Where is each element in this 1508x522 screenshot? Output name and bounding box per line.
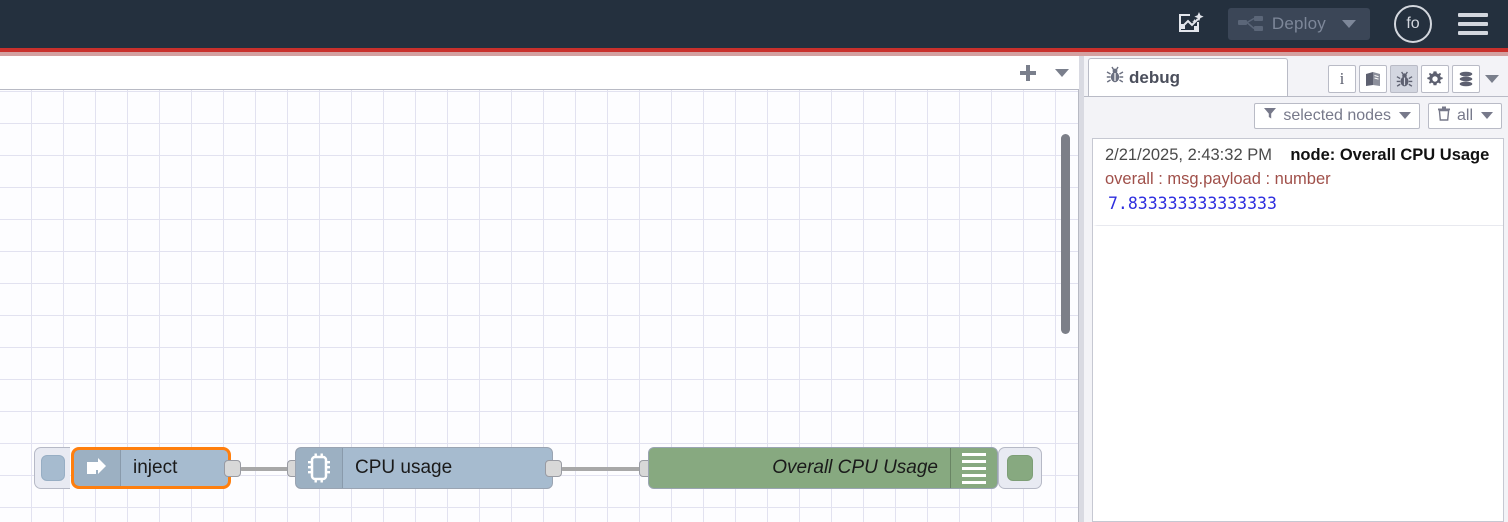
hamburger-icon[interactable] <box>1458 8 1488 40</box>
microchip-icon <box>296 448 343 488</box>
debug-message-node-prefix: node: <box>1290 146 1340 164</box>
avatar-initials: fo <box>1406 15 1420 32</box>
sidebar-resize-handle[interactable] <box>1079 56 1084 522</box>
flow-tab-bar <box>0 56 1079 90</box>
sidebar-more-chevron-down-icon[interactable] <box>1480 65 1504 93</box>
help-book-icon[interactable] <box>1359 65 1387 93</box>
inject-trigger-button[interactable] <box>34 447 70 489</box>
port-output-cpu[interactable] <box>545 460 562 477</box>
config-gear-icon[interactable] <box>1421 65 1449 93</box>
canvas-vertical-scrollbar[interactable] <box>1061 134 1070 334</box>
debug-node-toggle-button[interactable] <box>998 447 1042 489</box>
debug-sidebar: debug i <box>1084 56 1508 522</box>
sidebar-tool-buttons: i <box>1325 65 1504 93</box>
deploy-icon <box>1237 15 1264 33</box>
add-flow-button[interactable] <box>1011 58 1045 88</box>
info-icon-glyph: i <box>1339 69 1345 88</box>
clear-filter-label: all <box>1456 106 1473 124</box>
bug-icon <box>1105 65 1125 90</box>
node-debug-overall-cpu-usage[interactable]: Overall CPU Usage <box>648 447 998 489</box>
debug-filter-row: selected nodes all <box>1084 96 1508 134</box>
funnel-icon <box>1263 106 1277 125</box>
node-debug-label: Overall CPU Usage <box>772 457 938 478</box>
canvas-right-edge <box>1078 90 1079 522</box>
flow-canvas-area: inject <box>0 56 1079 522</box>
node-inject-label: inject <box>133 457 178 478</box>
wire-cpu-to-debug <box>561 467 641 471</box>
debug-message-value: 7.833333333333333 <box>1108 193 1277 213</box>
debug-message-topic: overall : msg.payload : number <box>1105 169 1331 188</box>
debug-message-list[interactable]: 2/21/2025, 2:43:32 PM node: Overall CPU … <box>1092 138 1504 522</box>
flow-sparkle-icon[interactable] <box>1174 7 1208 41</box>
clear-filter-button[interactable]: all <box>1427 102 1502 129</box>
context-data-icon[interactable] <box>1452 65 1480 93</box>
avatar[interactable]: fo <box>1394 5 1432 43</box>
header-accent-line <box>0 48 1508 52</box>
node-cpu-usage[interactable]: CPU usage <box>295 447 553 489</box>
node-inject[interactable]: inject <box>71 447 231 489</box>
deploy-button[interactable]: Deploy <box>1227 8 1370 40</box>
deploy-chevron-down-icon[interactable] <box>1342 20 1356 28</box>
flow-list-chevron-down-icon[interactable] <box>1045 58 1079 88</box>
inject-arrow-icon <box>74 450 121 486</box>
flow-canvas[interactable]: inject <box>0 90 1079 522</box>
header-accent-line-soft <box>0 52 1508 56</box>
node-cpu-usage-label: CPU usage <box>355 457 453 478</box>
trash-icon <box>1437 106 1451 126</box>
clear-filter-chevron-down-icon <box>1481 112 1493 119</box>
node-filter-chevron-down-icon <box>1398 112 1411 119</box>
debug-bug-icon[interactable] <box>1390 65 1418 93</box>
info-icon[interactable]: i <box>1328 65 1356 93</box>
debug-message-node-name: Overall CPU Usage <box>1339 146 1490 164</box>
port-output-inject[interactable] <box>224 460 241 477</box>
sidebar-tab-row: debug i <box>1084 56 1508 96</box>
debug-message-header: 2/21/2025, 2:43:32 PM node: Overall CPU … <box>1105 144 1495 168</box>
node-filter-label: selected nodes <box>1283 106 1391 124</box>
node-filter-button[interactable]: selected nodes <box>1254 102 1420 129</box>
tab-debug-label: debug <box>1129 67 1180 87</box>
deploy-label: Deploy <box>1271 14 1326 33</box>
wire-inject-to-cpu <box>240 467 289 471</box>
debug-message[interactable]: 2/21/2025, 2:43:32 PM node: Overall CPU … <box>1093 139 1503 226</box>
tab-debug[interactable]: debug <box>1088 58 1288 96</box>
debug-message-timestamp: 2/21/2025, 2:43:32 PM <box>1105 146 1272 164</box>
debug-lines-icon <box>950 448 997 488</box>
app-header: Deploy fo <box>0 0 1508 48</box>
